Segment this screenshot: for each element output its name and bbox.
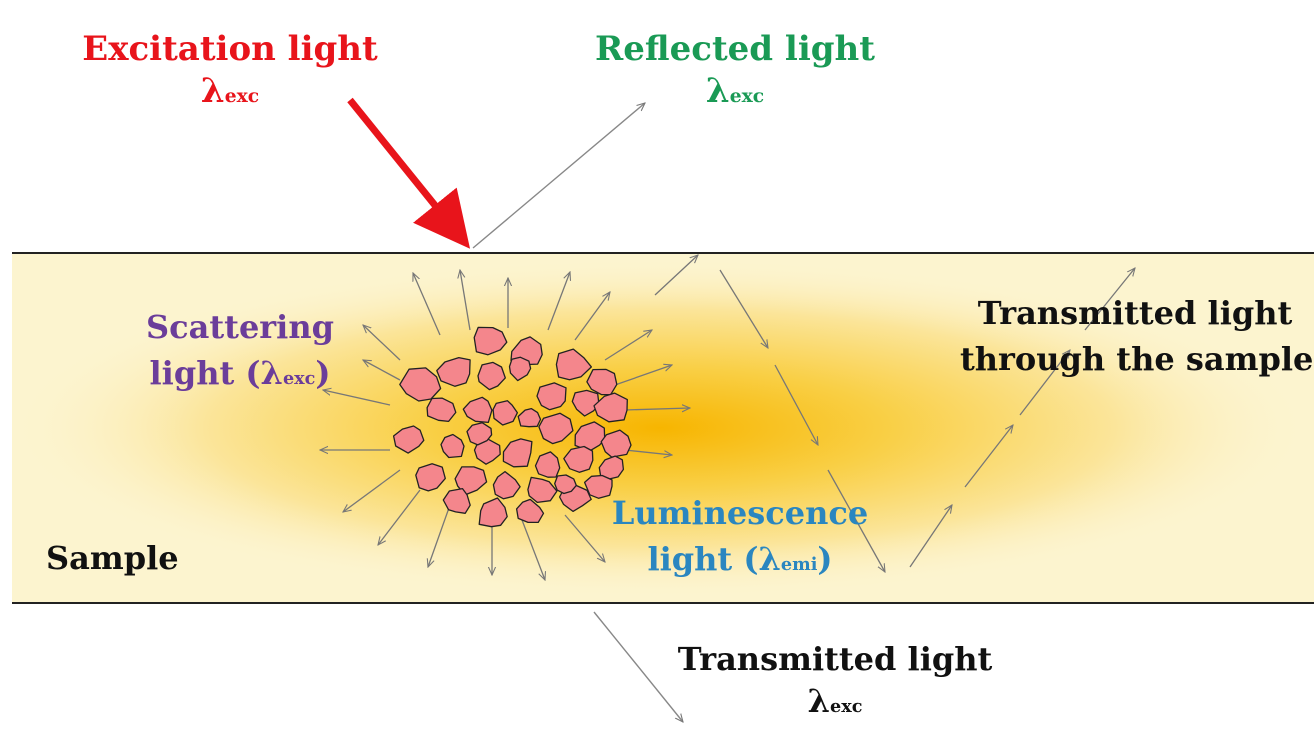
particle <box>583 474 613 499</box>
transmitted-sample-line1: Transmitted light <box>977 294 1293 332</box>
zigzag-segment <box>1084 268 1135 331</box>
zigzag-segment <box>964 425 1013 488</box>
scatter-arrow <box>428 504 451 567</box>
scatter-arrow <box>378 489 421 545</box>
scattering-line1: Scattering <box>146 308 334 346</box>
particle <box>502 438 533 468</box>
particle <box>574 421 606 452</box>
zigzag-segment <box>1019 350 1070 416</box>
scatter-arrow <box>460 270 471 331</box>
particle <box>415 463 446 492</box>
luminescence-line1: Luminescence <box>611 494 869 532</box>
scatter-arrow <box>521 519 545 580</box>
particle <box>598 455 625 480</box>
particle <box>515 498 545 524</box>
particle <box>554 474 577 495</box>
excitation-label: Excitation light λexc <box>80 28 380 117</box>
particle <box>593 392 628 423</box>
particle <box>473 438 501 465</box>
glow <box>10 258 1310 598</box>
particle <box>399 367 442 402</box>
excitation-arrow <box>347 97 471 249</box>
particle <box>534 451 561 478</box>
particle <box>436 356 471 387</box>
scatter-arrow <box>614 365 672 386</box>
zigzag-segment <box>827 469 885 572</box>
transmitted-light-label: Transmitted light λexc <box>670 638 1000 728</box>
scatter-arrow <box>323 390 391 406</box>
particle <box>492 470 521 500</box>
scatter-arrow <box>564 514 605 562</box>
scattering-label: Scattering light (λexc) <box>120 304 360 402</box>
particle <box>473 326 508 356</box>
particle <box>517 407 542 428</box>
particle <box>527 476 558 504</box>
particle <box>466 422 493 446</box>
zigzag-segment <box>719 269 768 348</box>
particle-cluster <box>392 326 632 528</box>
transmitted-through-sample-label: Transmitted light through the sample <box>960 290 1314 382</box>
reflected-label: Reflected light λexc <box>590 28 880 117</box>
particle <box>426 397 457 423</box>
scatter-arrow <box>363 325 401 361</box>
zigzag-segment <box>909 505 952 568</box>
particle <box>478 497 508 528</box>
transmitted-arrow <box>593 611 683 722</box>
zigzag-segment <box>774 364 818 445</box>
particle <box>600 429 632 458</box>
particle <box>440 433 465 459</box>
scatter-arrows <box>320 270 690 580</box>
luminescence-line2: light (λemi) <box>647 540 833 578</box>
particle <box>454 466 488 496</box>
scatter-arrow <box>413 273 441 336</box>
scatter-arrow <box>547 272 570 331</box>
particle <box>508 356 532 382</box>
scatter-arrow <box>363 360 401 381</box>
transmitted-bottom-title: Transmitted light <box>677 640 993 678</box>
luminescence-label: Luminescence light (λemi) <box>600 490 880 588</box>
scattering-line2: light (λexc) <box>149 354 331 392</box>
particle <box>538 412 574 445</box>
zigzag-segment <box>654 255 698 296</box>
transmitted-bottom-symbol: λexc <box>807 682 863 720</box>
sample-label: Sample <box>46 539 179 577</box>
particle <box>477 361 506 391</box>
particle <box>571 389 600 417</box>
scatter-arrow <box>574 292 610 341</box>
transmitted-sample-line2: through the sample <box>960 340 1314 378</box>
excitation-symbol: λexc <box>200 71 260 111</box>
scatter-arrow <box>624 408 690 410</box>
particle <box>563 445 594 473</box>
zigzag-path <box>654 255 1135 572</box>
particle <box>392 425 425 454</box>
scatter-arrow <box>624 449 672 455</box>
particle <box>536 382 567 411</box>
scatter-arrow <box>604 330 652 361</box>
particle <box>492 400 519 426</box>
excitation-title: Excitation light <box>82 29 378 69</box>
scatter-arrow <box>343 469 401 512</box>
particle <box>462 396 493 424</box>
reflected-symbol: λexc <box>705 71 765 111</box>
reflected-arrow <box>472 103 645 249</box>
reflected-title: Reflected light <box>595 29 875 69</box>
particle <box>442 487 471 514</box>
particle <box>555 348 593 381</box>
